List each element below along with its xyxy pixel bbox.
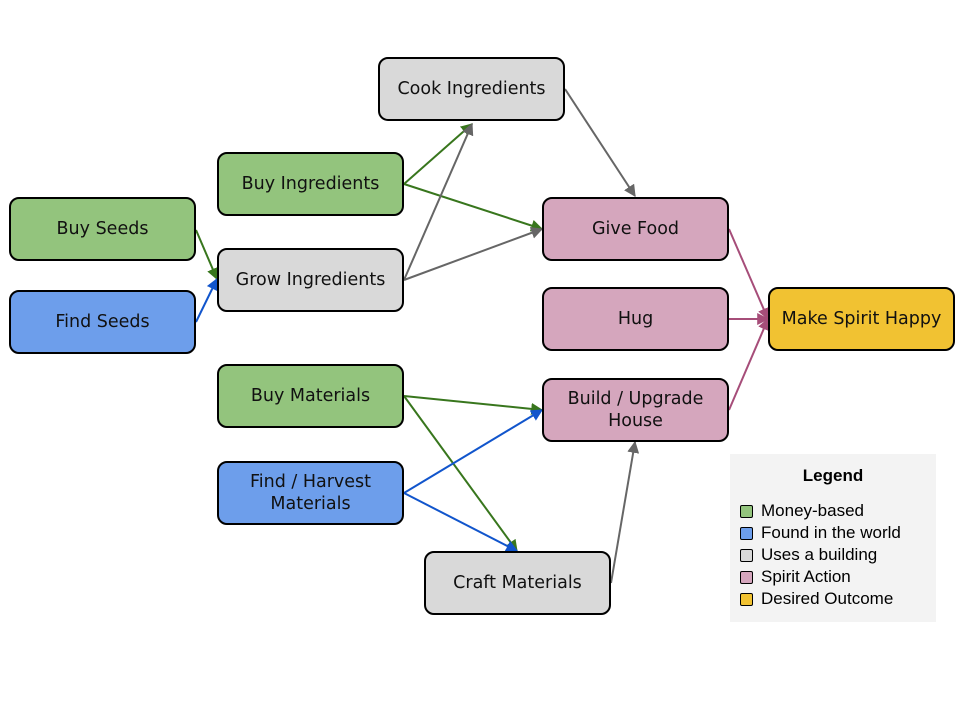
legend-item-building: Uses a building bbox=[740, 545, 877, 565]
legend-label-building: Uses a building bbox=[761, 545, 878, 564]
legend-label-found: Found in the world bbox=[761, 523, 901, 542]
edge-find-harvest-materials-to-build-upgrade-house bbox=[403, 409, 544, 494]
node-hug: Hug bbox=[542, 287, 729, 351]
legend-item-found: Found in the world bbox=[740, 523, 901, 543]
edge-find-seeds-to-grow-ingredients bbox=[195, 277, 218, 323]
node-make-spirit-happy: Make Spirit Happy bbox=[768, 287, 955, 351]
legend-swatch-spirit bbox=[740, 570, 753, 584]
edge-find-harvest-materials-to-craft-materials bbox=[403, 492, 519, 552]
legend-item-money: Money-based bbox=[740, 501, 864, 521]
node-buy-materials: Buy Materials bbox=[217, 364, 404, 428]
node-find-harvest-materials: Find / Harvest Materials bbox=[217, 461, 404, 525]
node-buy-ingredients: Buy Ingredients bbox=[217, 152, 404, 216]
edge-cook-ingredients-to-give-food bbox=[564, 88, 636, 198]
edge-layer bbox=[195, 88, 770, 584]
edge-buy-ingredients-to-cook-ingredients bbox=[403, 123, 473, 185]
legend-item-spirit: Spirit Action bbox=[740, 567, 851, 587]
edge-craft-materials-to-build-upgrade-house bbox=[610, 440, 640, 584]
legend-label-money: Money-based bbox=[761, 501, 865, 520]
edge-buy-materials-to-craft-materials bbox=[403, 395, 518, 552]
edge-grow-ingredients-to-give-food bbox=[403, 227, 544, 281]
legend-swatch-building bbox=[740, 548, 753, 562]
edge-give-food-to-make-spirit-happy bbox=[728, 228, 770, 321]
legend-swatch-money bbox=[740, 504, 753, 518]
legend-swatch-outcome bbox=[740, 592, 753, 606]
legend-title: Legend bbox=[802, 466, 864, 485]
legend-label-outcome: Desired Outcome bbox=[761, 589, 894, 608]
legend: Legend Money-based Found in the world Us… bbox=[730, 454, 936, 622]
edge-grow-ingredients-to-cook-ingredients bbox=[403, 122, 474, 281]
node-find-seeds: Find Seeds bbox=[9, 290, 196, 354]
node-buy-seeds: Buy Seeds bbox=[9, 197, 196, 261]
edge-buy-seeds-to-grow-ingredients bbox=[195, 229, 219, 281]
edge-buy-ingredients-to-give-food bbox=[403, 183, 544, 232]
legend-swatch-found bbox=[740, 526, 753, 540]
node-give-food: Give Food bbox=[542, 197, 729, 261]
node-cook-ingredients: Cook Ingredients bbox=[378, 57, 565, 121]
node-grow-ingredients: Grow Ingredients bbox=[217, 248, 404, 312]
edge-buy-materials-to-build-upgrade-house bbox=[403, 395, 544, 415]
legend-item-outcome: Desired Outcome bbox=[740, 589, 893, 609]
node-craft-materials: Craft Materials bbox=[424, 551, 611, 615]
node-build-upgrade-house: Build / Upgrade House bbox=[542, 378, 729, 442]
edge-build-upgrade-house-to-make-spirit-happy bbox=[728, 317, 770, 411]
legend-label-spirit: Spirit Action bbox=[761, 567, 851, 586]
